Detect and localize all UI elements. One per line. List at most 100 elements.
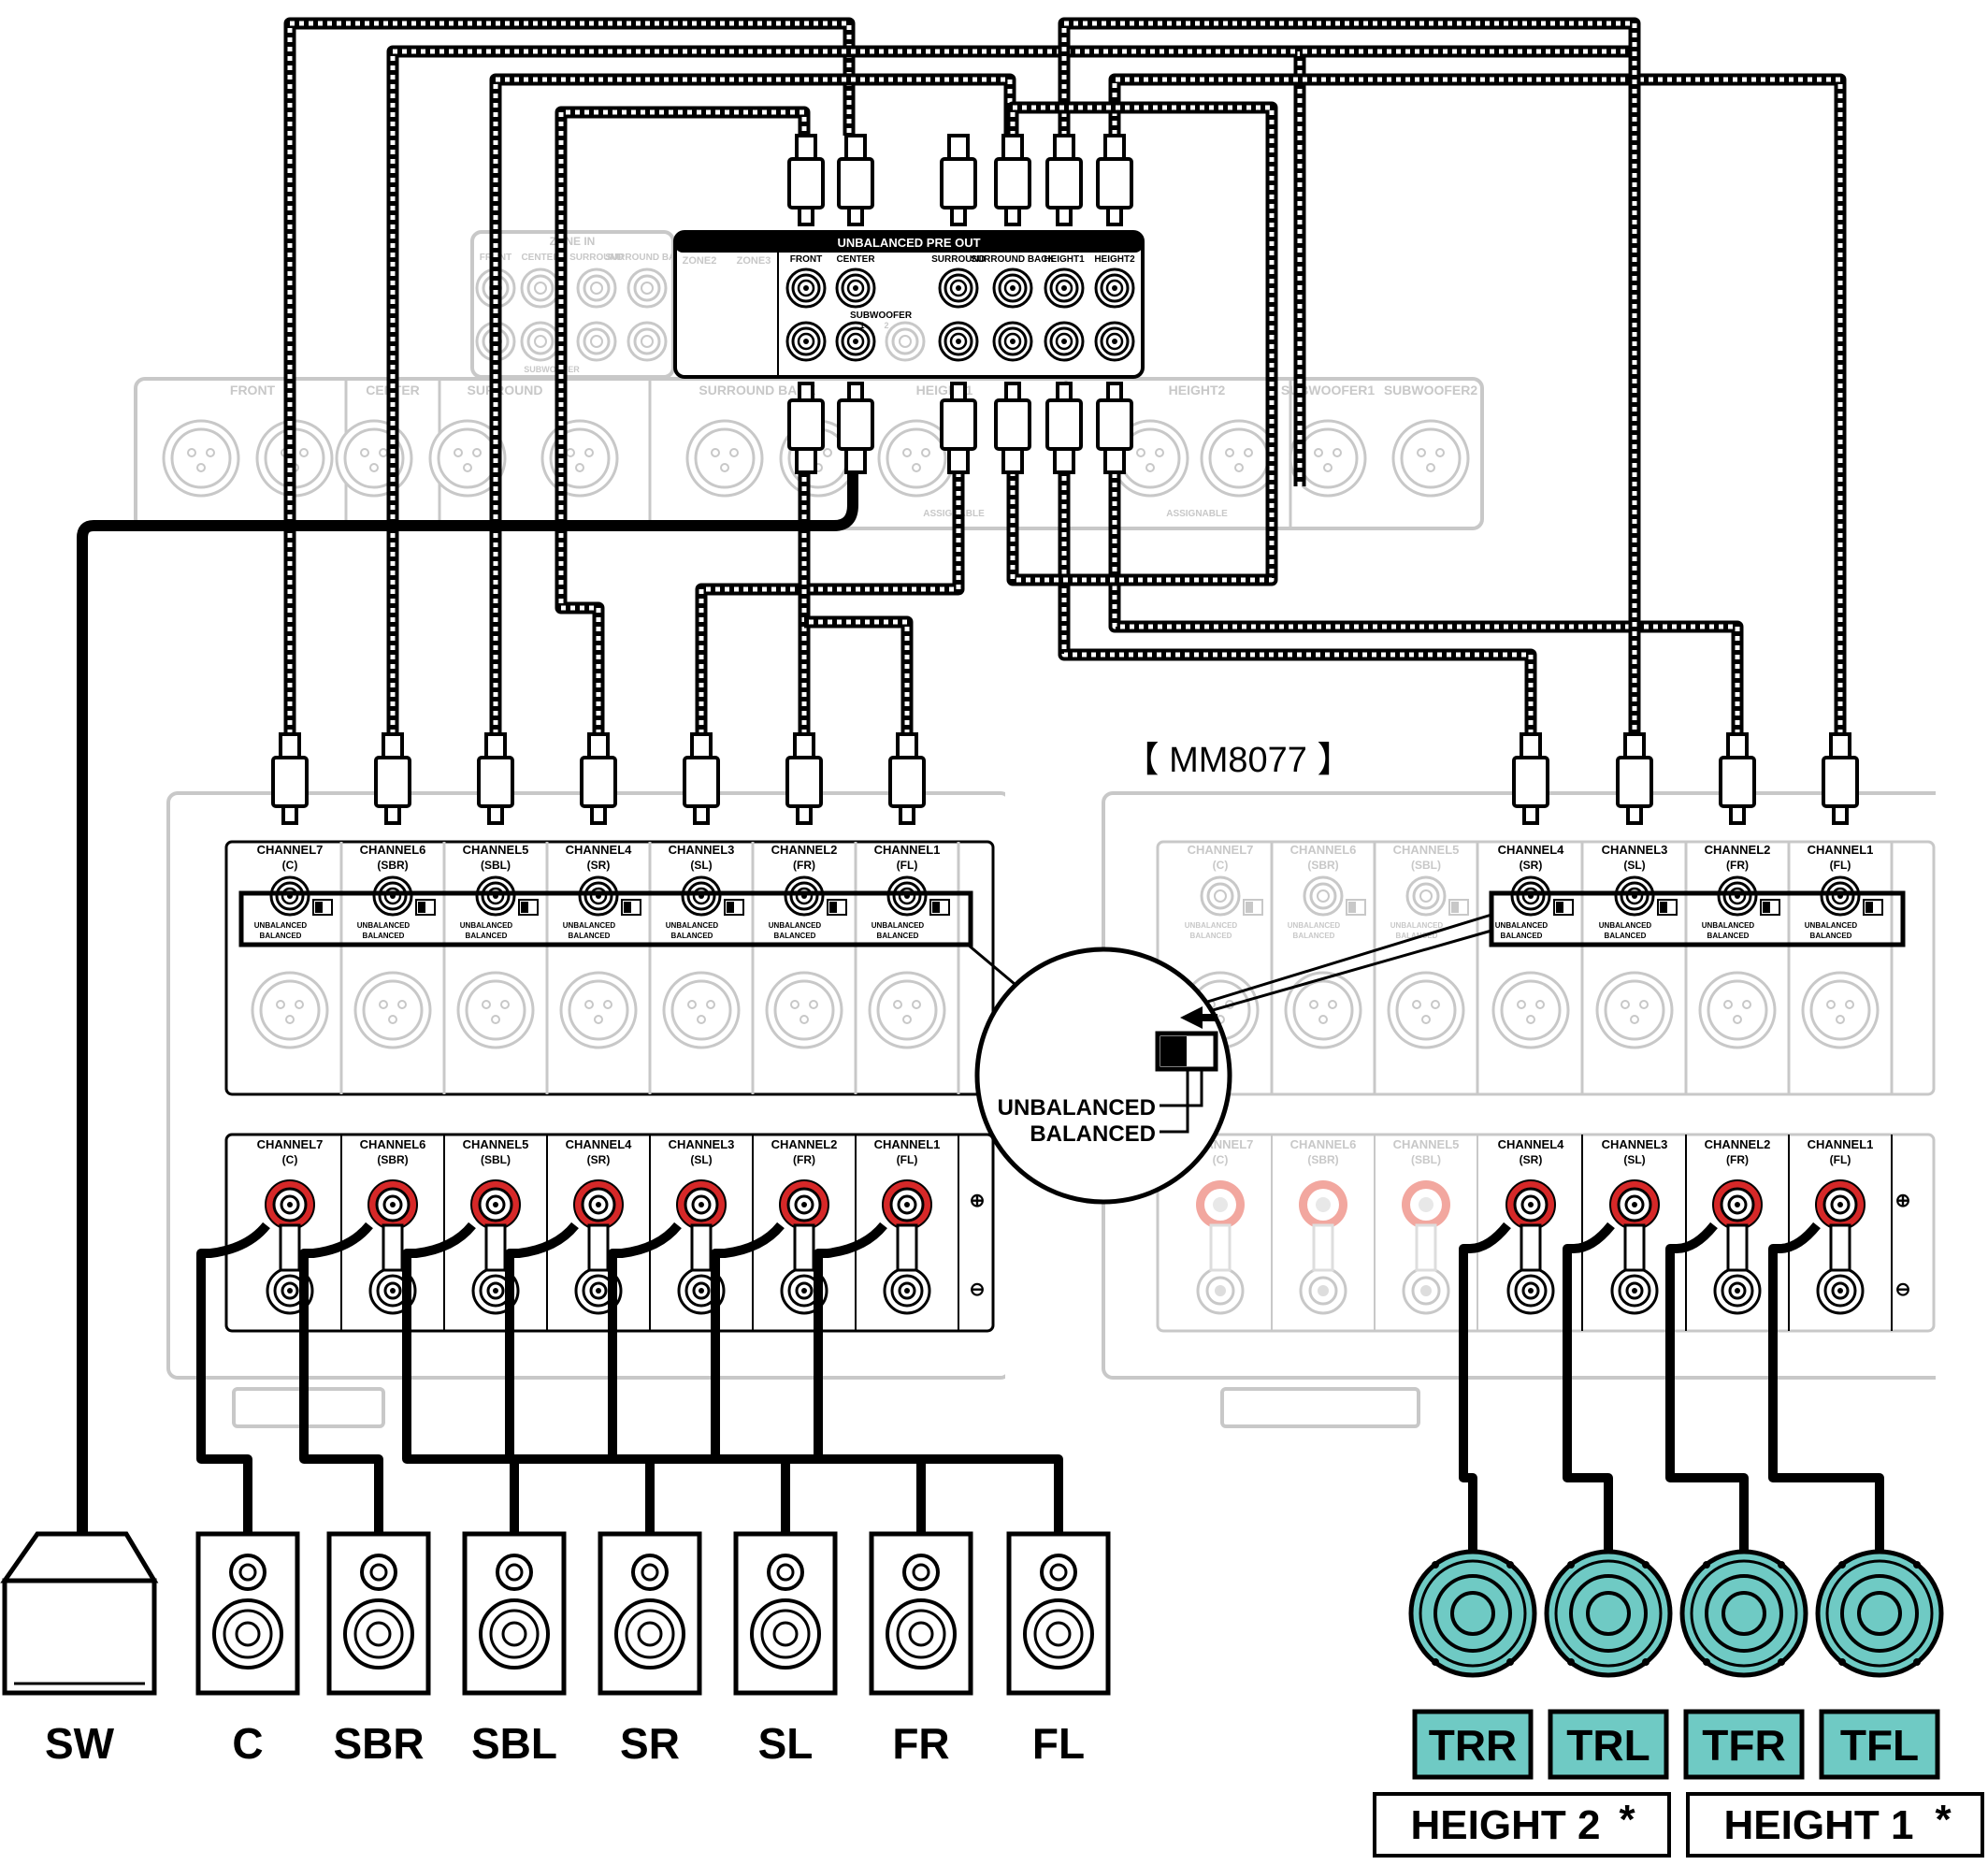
- amp-rca-plug: [271, 732, 309, 825]
- channel-sub-label: (SBR): [1307, 1153, 1338, 1166]
- channel-label: CHANNEL1: [1808, 1137, 1874, 1151]
- negative-terminal: [1506, 1266, 1555, 1315]
- channel-label: CHANNEL2: [1705, 843, 1771, 857]
- xlr-label: SURROUND: [468, 383, 543, 398]
- preout-jack: [785, 321, 827, 362]
- height-speaker: [1818, 1552, 1941, 1675]
- preout-label: CENTER: [836, 254, 875, 265]
- switch-balanced: BALANCED: [1810, 932, 1852, 940]
- preout-rca-plug: [1045, 134, 1083, 226]
- negative-terminal: [1816, 1266, 1865, 1315]
- channel-rca-input: [1820, 875, 1861, 917]
- switch-unbalanced: UNBALANCED: [1702, 921, 1755, 930]
- switch-unbalanced: UNBALANCED: [254, 921, 308, 930]
- zone2-label: ZONE2: [683, 255, 717, 267]
- channel-sub-label: (SBR): [377, 859, 408, 872]
- subwoofer-label: SUBWOOFER: [850, 311, 913, 321]
- subwoofer-num-2: 2: [884, 321, 888, 330]
- channel-sub-label: (FR): [793, 859, 815, 872]
- channel-rca-input: [1405, 875, 1447, 917]
- model-label: 【 MM8077 】: [1124, 741, 1353, 780]
- preout-jack: [835, 267, 876, 309]
- channel-rca-input: [269, 875, 310, 917]
- height-speaker: [1411, 1552, 1534, 1675]
- subwoofer-num-1: 1: [859, 321, 864, 330]
- height-group-mark: *: [1619, 1797, 1635, 1843]
- channel-rca-input: [886, 875, 928, 917]
- negative-terminal: [1402, 1266, 1450, 1315]
- channel-sub-label: (FL): [897, 1153, 918, 1166]
- channel-sub-label: (SBL): [481, 1153, 511, 1166]
- channel-sub-label: (SL): [690, 859, 712, 872]
- channel-label: CHANNEL6: [1290, 843, 1357, 857]
- negative-terminal: [1196, 1266, 1245, 1315]
- channel-sub-label: (FR): [793, 1153, 815, 1166]
- channel-sub-label: (SR): [1520, 859, 1543, 872]
- switch-balanced: BALANCED: [363, 932, 405, 940]
- channel-sub-label: (SR): [1520, 1153, 1543, 1166]
- channel-label: CHANNEL1: [1808, 843, 1874, 857]
- preout-jack: [1044, 267, 1085, 309]
- subwoofer2-jack: [885, 321, 926, 362]
- amp-rca-plug: [1512, 732, 1549, 825]
- channel-label: CHANNEL6: [1290, 1137, 1357, 1151]
- xlr-label: SURROUND BACK: [699, 383, 815, 398]
- positive-terminal: [572, 1178, 625, 1231]
- channel-label: CHANNEL5: [1393, 843, 1460, 857]
- channel-sub-label: (FR): [1726, 859, 1749, 872]
- floor-speaker: [1009, 1534, 1108, 1693]
- speaker-label: SBL: [471, 1719, 557, 1768]
- channel-sub-label: (SBR): [377, 1153, 408, 1166]
- channel-label: CHANNEL3: [1602, 843, 1668, 857]
- switch-balanced: BALANCED: [1293, 932, 1335, 940]
- channel-xlr-input: [559, 971, 638, 1049]
- positive-terminal: [1196, 1180, 1245, 1229]
- speaker-label: SBR: [333, 1719, 424, 1768]
- callout-unbalanced: UNBALANCED: [998, 1095, 1156, 1120]
- preout-jack: [938, 267, 979, 309]
- channel-label: CHANNEL3: [669, 1137, 735, 1151]
- channel-xlr-input: [1595, 971, 1674, 1049]
- speaker-label: SR: [620, 1719, 680, 1768]
- channel-xlr-input: [662, 971, 741, 1049]
- positive-terminal: [469, 1178, 522, 1231]
- channel-label: CHANNEL4: [566, 843, 633, 857]
- floor-speaker: [465, 1534, 564, 1693]
- channel-rca-input: [578, 875, 619, 917]
- channel-sub-label: (SL): [690, 1153, 712, 1166]
- channel-rca-input: [784, 875, 825, 917]
- positive-terminal: [1505, 1178, 1557, 1231]
- amp-rca-plug: [374, 732, 411, 825]
- zone-jack: [627, 321, 668, 362]
- positive-terminal: [367, 1178, 419, 1231]
- zone-label: SURROUND BACK: [605, 253, 689, 263]
- switch-unbalanced: UNBALANCED: [1805, 921, 1858, 930]
- speaker-label: C: [232, 1719, 263, 1768]
- zone3-label: ZONE3: [737, 255, 771, 267]
- zone-subwoofer-label: SUBWOOFER: [524, 365, 580, 374]
- zone-jack: [520, 267, 561, 309]
- channel-label: CHANNEL3: [669, 843, 735, 857]
- channel-rca-input: [681, 875, 722, 917]
- preout-label: FRONT: [790, 254, 822, 265]
- channel-label: CHANNEL7: [257, 1137, 324, 1151]
- positive-terminal: [675, 1178, 727, 1231]
- preout-jack: [992, 267, 1033, 309]
- negative-terminal: [883, 1266, 931, 1315]
- height-speaker-label: TRL: [1566, 1721, 1649, 1770]
- switch-balanced: BALANCED: [1707, 932, 1750, 940]
- channel-sub-label: (SBL): [481, 859, 511, 872]
- channel-rca-input: [1614, 875, 1655, 917]
- channel-label: CHANNEL7: [1188, 843, 1254, 857]
- channel-xlr-input: [456, 971, 535, 1049]
- channel-xlr-input: [251, 971, 329, 1049]
- zone-label: SURROUND: [569, 253, 624, 263]
- channel-xlr-input: [1284, 971, 1362, 1049]
- negative-terminal: [1610, 1266, 1659, 1315]
- height-group-mark: *: [1935, 1797, 1952, 1843]
- preout-header: UNBALANCED PRE OUT: [837, 236, 980, 250]
- xlr-jack: [162, 419, 240, 498]
- minus-sign: ⊖: [970, 1279, 986, 1300]
- height-speaker: [1547, 1552, 1670, 1675]
- subwoofer: [0, 1531, 159, 1696]
